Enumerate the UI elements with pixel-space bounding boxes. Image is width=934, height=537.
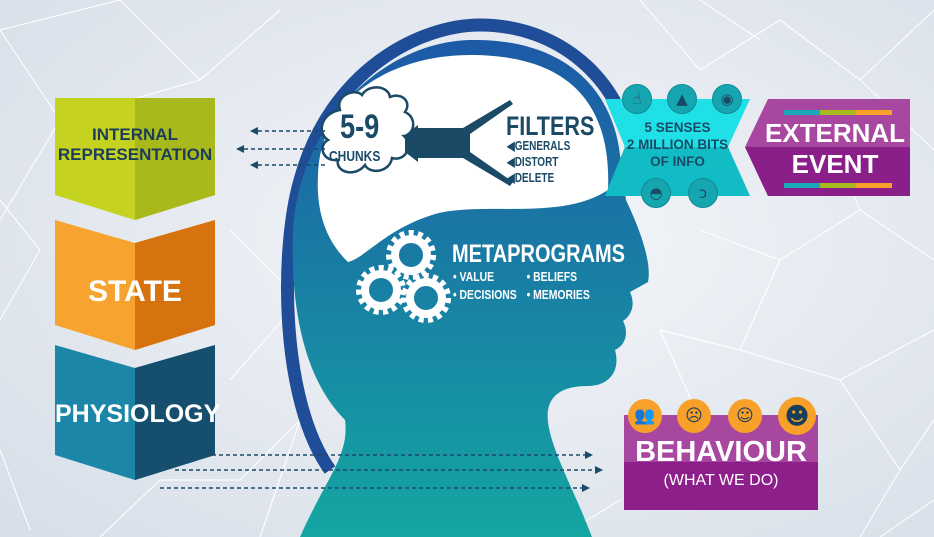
event-stripes — [784, 110, 892, 188]
behaviour-subtitle: (WHAT WE DO) — [663, 472, 779, 489]
internal-line2: REPRESENTATION — [57, 145, 213, 164]
people-icon: 👥 — [628, 399, 662, 433]
filter-item-distort: ◀DISTORT — [507, 155, 559, 169]
filters-title: FILTERS — [506, 111, 595, 141]
behaviour-title: BEHAVIOUR — [635, 436, 807, 468]
senses-text: 5 SENSES 2 MILLION BITS OF INFO — [605, 119, 750, 170]
metaprogram-value: • VALUE — [453, 269, 495, 284]
senses-line1: 5 SENSES — [644, 120, 711, 135]
external-event-text: EXTERNAL EVENT — [760, 118, 910, 180]
touch-icon: ☝ — [622, 84, 652, 114]
filter-item-delete: ◀DELETE — [507, 171, 555, 185]
internal-line1: INTERNAL — [92, 125, 178, 144]
chunks-number: 5-9 — [340, 108, 380, 146]
metaprograms-list: • VALUE • BELIEFS • DECISIONS • MEMORIES — [453, 268, 590, 304]
filter-item-generals: ◀GENERALS — [507, 139, 571, 153]
nose-icon: ▲ — [667, 84, 697, 114]
smiley-icon: ☻ — [778, 397, 816, 435]
output-arrows-bottom — [160, 454, 595, 489]
gears-icon — [356, 230, 451, 323]
external-event-line2: EVENT — [791, 149, 879, 179]
senses-line3: OF INFO — [650, 154, 705, 169]
head-outline-ring — [281, 18, 639, 474]
filters-list: ◀GENERALS ◀DISTORT ◀DELETE — [507, 138, 570, 186]
metaprogram-memories: • MEMORIES — [526, 287, 590, 302]
ear-icon: ↄ — [688, 178, 718, 208]
metaprograms-title: METAPROGRAMS — [452, 240, 625, 268]
external-event-line1: EXTERNAL — [764, 118, 906, 148]
senses-line2: 2 MILLION BITS — [626, 137, 729, 152]
frustrated-icon: ☹ — [677, 399, 711, 433]
metaprogram-decisions: • DECISIONS — [453, 287, 517, 302]
physiology-label: PHYSIOLOGY — [55, 400, 221, 428]
metaprogram-beliefs: • BELIEFS — [526, 269, 578, 284]
filter-funnel-icon — [405, 100, 513, 186]
mouth-icon: ◓ — [641, 178, 671, 208]
internal-representation-label: INTERNAL REPRESENTATION — [55, 125, 215, 165]
eye-icon: ◉ — [712, 84, 742, 114]
state-label: STATE — [88, 275, 182, 308]
jumping-icon: ☺ — [728, 399, 762, 433]
chunks-label: CHUNKS — [329, 148, 381, 165]
